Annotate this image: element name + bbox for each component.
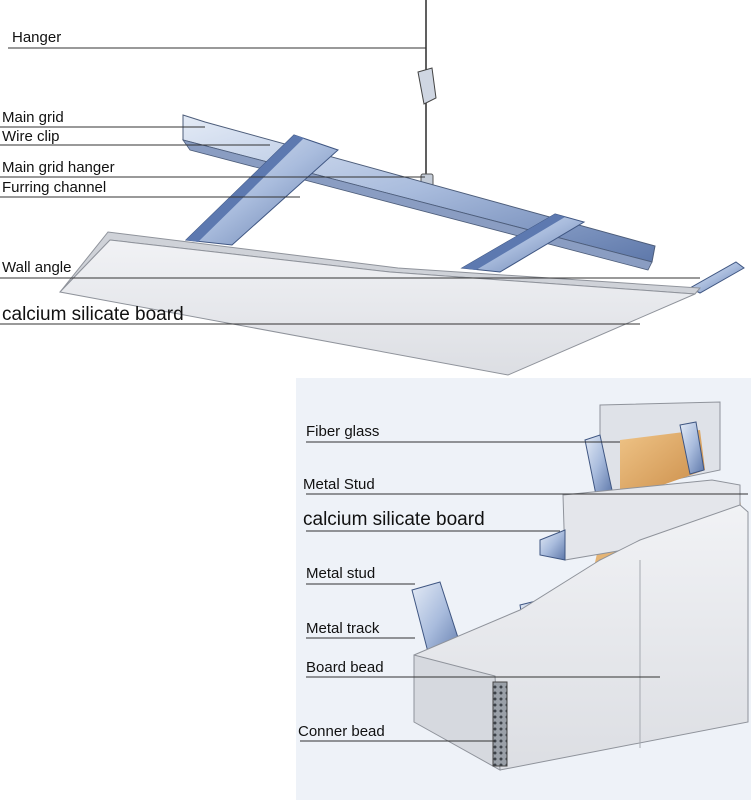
label-corner-bead: Conner bead bbox=[298, 723, 385, 740]
label-calcium-silicate-board-ceiling: calcium silicate board bbox=[2, 304, 184, 325]
label-metal-track: Metal track bbox=[306, 620, 380, 637]
ceiling-assembly bbox=[58, 0, 745, 376]
label-calcium-silicate-board-wall: calcium silicate board bbox=[303, 509, 485, 530]
label-main-grid-hanger: Main grid hanger bbox=[2, 159, 115, 176]
metal-track-upper bbox=[539, 529, 566, 561]
corner-bead bbox=[492, 681, 508, 767]
furring-channel-right-shade bbox=[462, 214, 565, 270]
leader-lines bbox=[0, 47, 748, 742]
wall-angle bbox=[688, 261, 745, 294]
wall-assembly bbox=[411, 401, 749, 771]
label-hanger: Hanger bbox=[12, 29, 62, 46]
label-metal-stud-lower: Metal stud bbox=[306, 565, 376, 582]
calcium-silicate-board-ceiling bbox=[58, 239, 696, 376]
label-main-grid: Main grid bbox=[2, 109, 64, 126]
label-metal-stud-upper: Metal Stud bbox=[303, 476, 375, 493]
label-wire-clip: Wire clip bbox=[2, 128, 60, 145]
hanger-adjuster bbox=[417, 67, 437, 105]
label-furring-channel: Furring channel bbox=[2, 179, 107, 196]
label-board-bead: Board bead bbox=[306, 659, 384, 676]
fiber-glass-upper bbox=[620, 430, 705, 500]
label-fiber-glass: Fiber glass bbox=[306, 423, 380, 440]
furring-channel-left-shade bbox=[186, 135, 304, 242]
label-wall-angle: Wall angle bbox=[2, 259, 72, 276]
metal-stud-upper-2 bbox=[679, 421, 705, 475]
